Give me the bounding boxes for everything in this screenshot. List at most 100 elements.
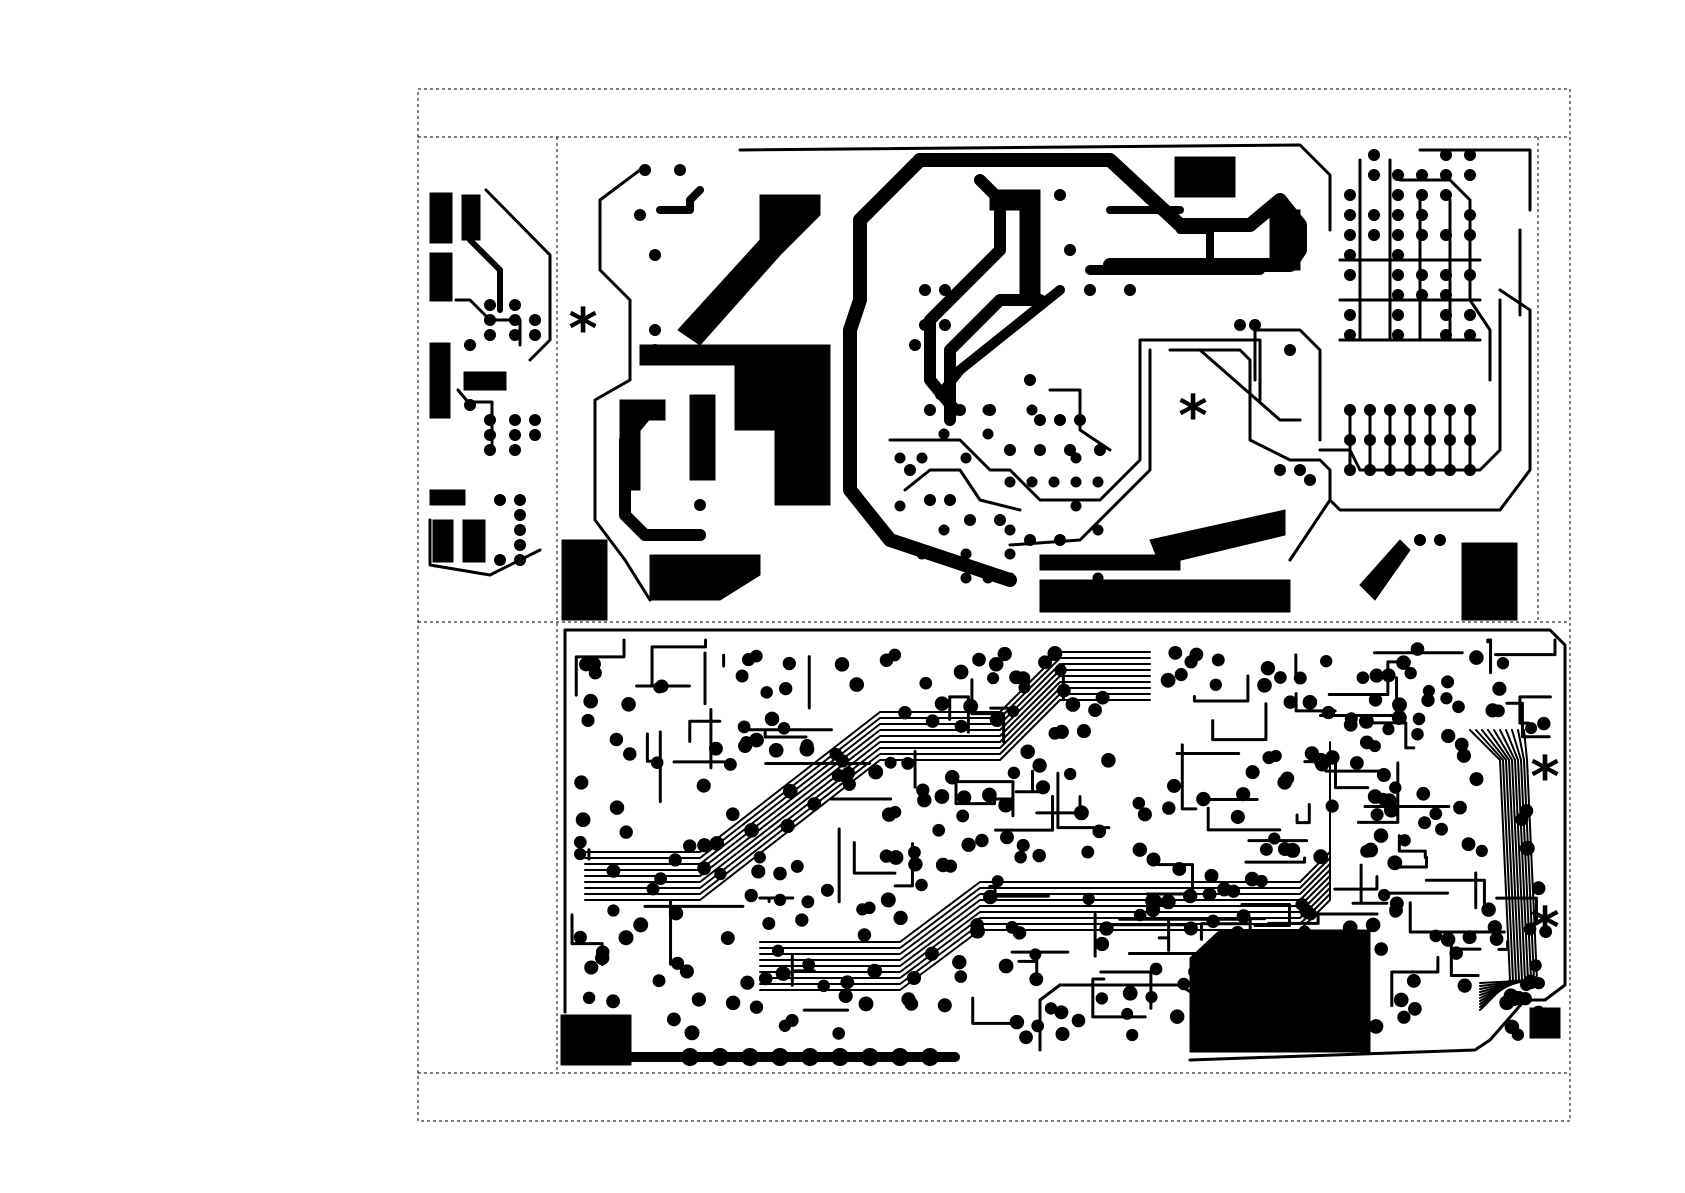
solder-pad bbox=[1416, 787, 1430, 801]
solder-pad bbox=[921, 1048, 939, 1066]
solder-pad bbox=[1344, 464, 1356, 476]
solder-pad bbox=[669, 853, 682, 866]
solder-pad bbox=[992, 875, 1004, 887]
solder-pad bbox=[1344, 309, 1356, 321]
copper-pour bbox=[562, 540, 607, 620]
solder-pad bbox=[1145, 894, 1159, 908]
solder-pad bbox=[1404, 464, 1416, 476]
solder-pad bbox=[1004, 444, 1016, 456]
solder-pad bbox=[1384, 404, 1396, 416]
solder-pad bbox=[1146, 852, 1160, 866]
signal-trace bbox=[1297, 804, 1309, 822]
solder-pad bbox=[754, 851, 766, 863]
solder-pad bbox=[1049, 477, 1060, 488]
solder-pad bbox=[919, 677, 932, 690]
solder-pad bbox=[1392, 269, 1404, 281]
solder-pad bbox=[1424, 464, 1436, 476]
solder-pad bbox=[1470, 772, 1484, 786]
solder-pad bbox=[1049, 727, 1062, 740]
solder-pad bbox=[1435, 823, 1448, 836]
solder-pad bbox=[944, 860, 957, 873]
solder-pad bbox=[791, 860, 804, 873]
solder-pad bbox=[935, 696, 950, 711]
solder-pad bbox=[484, 329, 496, 341]
solder-pad bbox=[944, 494, 956, 506]
solder-pad bbox=[1167, 779, 1181, 793]
solder-pad bbox=[1384, 803, 1399, 818]
trace bbox=[470, 240, 500, 310]
solder-pad bbox=[983, 890, 997, 904]
copper-pour bbox=[433, 520, 453, 562]
solder-pad bbox=[1392, 229, 1404, 241]
solder-pad bbox=[509, 299, 521, 311]
solder-pad bbox=[1298, 926, 1311, 939]
solder-pad bbox=[998, 798, 1013, 813]
solder-pad bbox=[1088, 703, 1102, 717]
solder-pad bbox=[1206, 915, 1219, 928]
solder-pad bbox=[1368, 209, 1380, 221]
solder-pad bbox=[1303, 695, 1318, 710]
solder-pad bbox=[904, 464, 916, 476]
solder-pad bbox=[772, 945, 784, 957]
solder-pad bbox=[1429, 807, 1442, 820]
copper-pour bbox=[462, 195, 480, 240]
solder-pad bbox=[1404, 404, 1416, 416]
solder-pad bbox=[484, 314, 496, 326]
solder-pad bbox=[1369, 693, 1382, 706]
solder-pad bbox=[654, 872, 667, 885]
solder-pad bbox=[801, 739, 814, 752]
solder-pad bbox=[694, 529, 706, 541]
solder-pad bbox=[1350, 756, 1364, 770]
signal-trace bbox=[1326, 771, 1384, 773]
solder-pad bbox=[842, 767, 855, 780]
solder-pad bbox=[674, 164, 686, 176]
solder-pad bbox=[1519, 992, 1532, 1005]
solder-pad bbox=[750, 1001, 763, 1014]
solder-pad bbox=[1424, 434, 1436, 446]
solder-pad bbox=[655, 680, 668, 693]
solder-pad bbox=[740, 976, 754, 990]
solder-pad bbox=[1077, 724, 1091, 738]
solder-pad bbox=[1533, 977, 1545, 989]
solder-pad bbox=[1005, 573, 1016, 584]
solder-pad bbox=[1024, 534, 1036, 546]
solder-pad bbox=[1081, 846, 1094, 859]
solder-pad bbox=[1031, 1020, 1044, 1033]
solder-pad bbox=[1368, 169, 1380, 181]
solder-pad bbox=[1485, 703, 1499, 717]
solder-pad bbox=[1175, 668, 1188, 681]
solder-pad bbox=[939, 319, 951, 331]
solder-pad bbox=[1268, 833, 1280, 845]
solder-pad bbox=[1392, 289, 1404, 301]
solder-pad bbox=[908, 846, 921, 859]
solder-pad bbox=[1384, 464, 1396, 476]
solder-pad bbox=[607, 864, 621, 878]
solder-pad bbox=[649, 344, 661, 356]
solder-pad bbox=[619, 930, 634, 945]
solder-pad bbox=[1101, 753, 1116, 768]
solder-pad bbox=[1020, 745, 1035, 760]
solder-pad bbox=[1162, 801, 1175, 814]
solder-pad bbox=[990, 712, 1005, 727]
solder-pad bbox=[1138, 807, 1152, 821]
solder-pad bbox=[932, 824, 945, 837]
solder-pad bbox=[1424, 404, 1436, 416]
solder-pad bbox=[1387, 855, 1402, 870]
solder-pad bbox=[581, 714, 594, 727]
solder-pad bbox=[1481, 902, 1495, 916]
solder-pad bbox=[1452, 700, 1465, 713]
copper-pour bbox=[463, 520, 485, 562]
solder-pad bbox=[1423, 685, 1435, 697]
solder-pad bbox=[1083, 893, 1095, 905]
solder-pad bbox=[1071, 477, 1082, 488]
solder-pad bbox=[1429, 930, 1442, 943]
solder-pad bbox=[1476, 845, 1488, 857]
solder-pad bbox=[1441, 729, 1455, 743]
solder-pad bbox=[1093, 477, 1104, 488]
solder-pad bbox=[1084, 284, 1096, 296]
solder-pad bbox=[1344, 189, 1356, 201]
solder-pad bbox=[1368, 789, 1383, 804]
solder-pad bbox=[1441, 932, 1456, 947]
solder-pad bbox=[908, 857, 922, 871]
solder-pad bbox=[1133, 842, 1147, 856]
